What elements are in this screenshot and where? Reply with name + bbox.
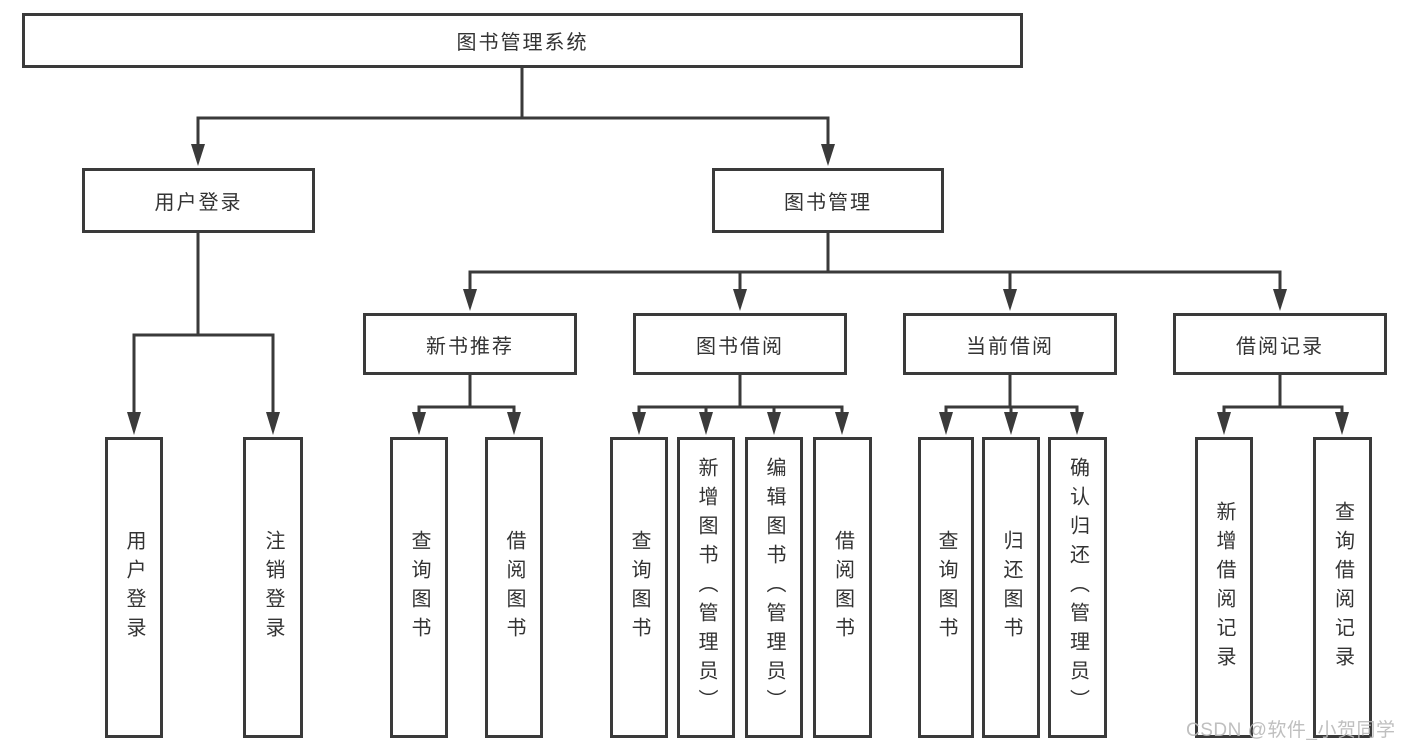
- node-label: 用户登录: [123, 529, 145, 646]
- node-newbook-borrow-books: 借阅图书: [485, 437, 543, 738]
- arrowhead-icon: [939, 412, 953, 435]
- node-book-borrowing: 图书借阅: [633, 313, 847, 375]
- arrowhead-icon: [1217, 412, 1231, 435]
- node-label: 查询图书: [935, 529, 957, 646]
- arrowhead-icon: [632, 412, 646, 435]
- node-label: 查询图书: [408, 529, 430, 646]
- node-book-management: 图书管理: [712, 168, 944, 233]
- node-borrow-edit-books-admin: 编辑图书（管理员）: [745, 437, 803, 738]
- arrowhead-icon: [767, 412, 781, 435]
- arrowhead-icon: [835, 412, 849, 435]
- node-borrow-borrow-books: 借阅图书: [813, 437, 872, 738]
- node-current-confirm-return-admin: 确认归还（管理员）: [1048, 437, 1107, 738]
- arrowhead-icon: [733, 289, 747, 311]
- arrowhead-icon: [463, 289, 477, 311]
- node-label: 归还图书: [1000, 529, 1022, 646]
- node-label: 查询借阅记录: [1331, 500, 1354, 675]
- arrowhead-icon: [821, 144, 835, 166]
- node-current-return-books: 归还图书: [982, 437, 1040, 738]
- node-label: 借阅图书: [503, 529, 525, 646]
- csdn-watermark: CSDN @软件_小贺同学: [1186, 720, 1396, 741]
- arrowhead-icon: [127, 412, 141, 435]
- node-label: 新增图书（管理员）: [695, 457, 717, 718]
- arrowhead-icon: [266, 412, 280, 435]
- arrowhead-icon: [191, 144, 205, 166]
- node-current-query-books: 查询图书: [918, 437, 974, 738]
- node-user-login: 用户登录: [82, 168, 315, 233]
- arrowhead-icon: [412, 412, 426, 435]
- node-label: 当前借阅: [966, 335, 1054, 358]
- node-current-borrowing: 当前借阅: [903, 313, 1117, 375]
- node-borrow-query-books: 查询图书: [610, 437, 668, 738]
- node-label: 借阅记录: [1236, 335, 1324, 358]
- node-label: 新增借阅记录: [1213, 500, 1235, 675]
- arrowhead-icon: [1003, 289, 1017, 311]
- arrowhead-icon: [1070, 412, 1084, 435]
- node-borrowing-records: 借阅记录: [1173, 313, 1387, 375]
- node-borrow-add-books-admin: 新增图书（管理员）: [677, 437, 735, 738]
- node-label: 新书推荐: [426, 335, 514, 358]
- node-label: 确认归还（管理员）: [1066, 457, 1089, 718]
- node-label: 用户登录: [154, 192, 243, 214]
- node-new-book-recommendation: 新书推荐: [363, 313, 577, 375]
- node-record-query-borrow-record: 查询借阅记录: [1313, 437, 1372, 738]
- node-label: 图书管理系统: [456, 32, 589, 54]
- arrowhead-icon: [1004, 412, 1018, 435]
- node-label: 查询图书: [628, 529, 650, 646]
- node-label: 借阅图书: [831, 529, 854, 646]
- arrowhead-icon: [1335, 412, 1349, 435]
- node-label: 图书借阅: [696, 335, 784, 358]
- node-label: 图书管理: [784, 192, 872, 214]
- arrowhead-icon: [1273, 289, 1287, 311]
- node-record-add-borrow-record: 新增借阅记录: [1195, 437, 1253, 738]
- arrowhead-icon: [507, 412, 521, 435]
- node-user-login-action: 用户登录: [105, 437, 163, 738]
- node-library-management-system: 图书管理系统: [22, 13, 1023, 68]
- arrowhead-icon: [699, 412, 713, 435]
- node-newbook-query-books: 查询图书: [390, 437, 448, 738]
- node-label: 编辑图书（管理员）: [763, 457, 785, 718]
- node-logout: 注销登录: [243, 437, 303, 738]
- node-label: 注销登录: [262, 529, 284, 646]
